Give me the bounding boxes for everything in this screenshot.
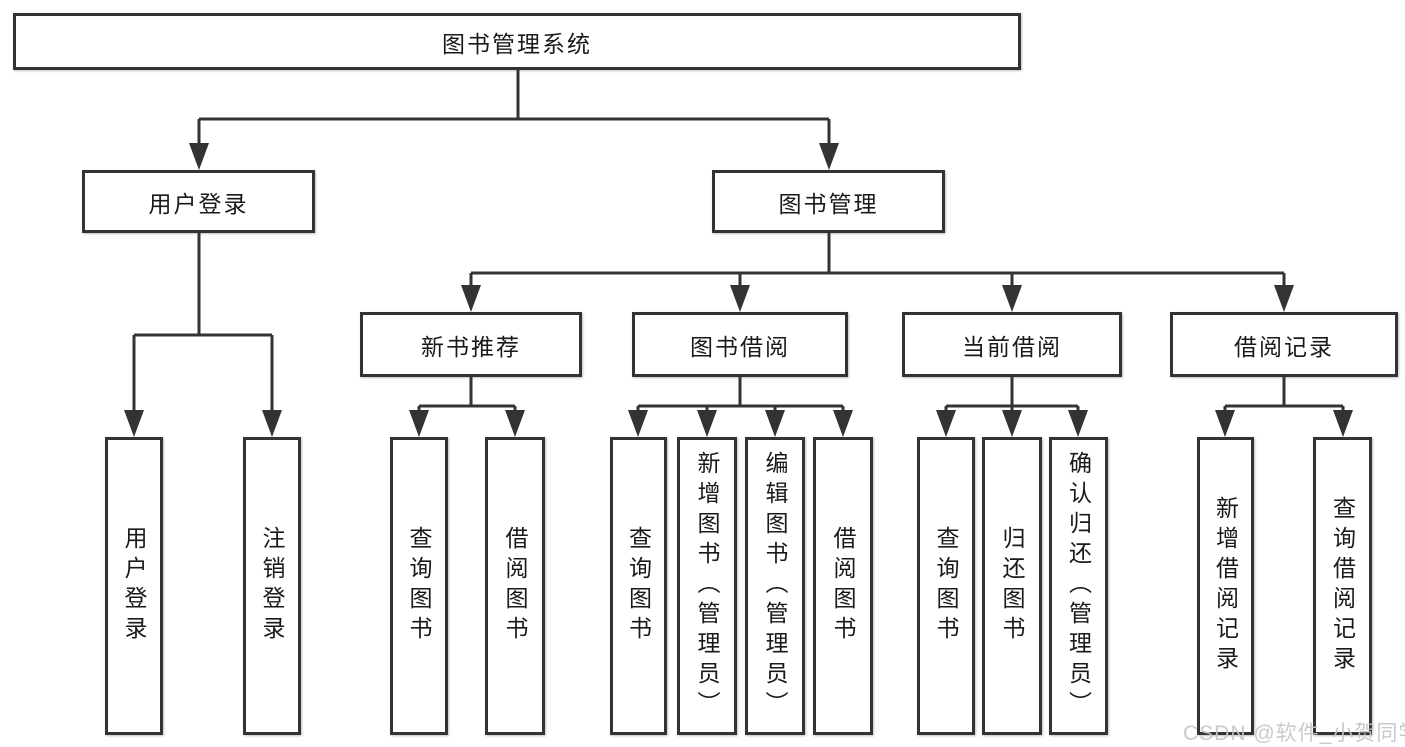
node-label: 新增借阅记录	[1212, 496, 1239, 676]
leaf-query-books-recommend: 查询图书	[390, 437, 448, 735]
leaf-query-books-current: 查询图书	[917, 437, 975, 735]
node-label: 图书管理系统	[442, 30, 592, 57]
leaf-borrow-books: 借阅图书	[813, 437, 873, 735]
node-label: 新书推荐	[421, 333, 521, 360]
leaf-logout: 注销登录	[243, 437, 301, 735]
node-label: 查询图书	[406, 526, 432, 646]
arrowheads	[124, 143, 1353, 437]
leaf-return-books: 归还图书	[982, 437, 1042, 735]
node-label: 归还图书	[999, 526, 1025, 646]
node-label: 查询图书	[933, 526, 959, 646]
csdn-watermark: CSDN @软件_小贺同学	[1183, 722, 1405, 745]
node-book-borrow: 图书借阅	[632, 312, 848, 377]
node-label: 图书管理	[778, 190, 879, 217]
node-label: 查询图书	[625, 526, 652, 646]
node-label: 借阅图书	[830, 526, 856, 646]
node-label: 查询借阅记录	[1329, 496, 1356, 676]
leaf-query-borrow-record: 查询借阅记录	[1313, 437, 1372, 735]
node-current-borrow: 当前借阅	[902, 312, 1122, 377]
leaf-confirm-return-admin: 确认归还（管理员）	[1049, 437, 1108, 735]
node-label: 编辑图书（管理员）	[762, 451, 788, 721]
leaf-borrow-books-recommend: 借阅图书	[485, 437, 545, 735]
node-user-login: 用户登录	[82, 170, 315, 233]
node-label: 当前借阅	[962, 333, 1062, 360]
leaf-query-books-borrow: 查询图书	[610, 437, 667, 735]
node-new-book-recommend: 新书推荐	[360, 312, 582, 377]
node-label: 借阅图书	[502, 526, 528, 646]
leaf-add-borrow-record: 新增借阅记录	[1197, 437, 1254, 735]
node-label: 注销登录	[259, 526, 285, 646]
node-borrow-records: 借阅记录	[1170, 312, 1398, 377]
node-label: 用户登录	[121, 526, 147, 646]
node-label: 图书借阅	[690, 333, 790, 360]
node-label: 新增图书（管理员）	[694, 451, 720, 721]
node-label: 借阅记录	[1234, 333, 1334, 360]
node-library-management-system: 图书管理系统	[13, 13, 1021, 70]
leaf-edit-books-admin: 编辑图书（管理员）	[745, 437, 805, 735]
node-label: 确认归还（管理员）	[1065, 451, 1092, 721]
leaf-add-books-admin: 新增图书（管理员）	[677, 437, 737, 735]
node-book-management: 图书管理	[712, 170, 945, 233]
leaf-user-login: 用户登录	[105, 437, 163, 735]
node-label: 用户登录	[148, 190, 249, 217]
